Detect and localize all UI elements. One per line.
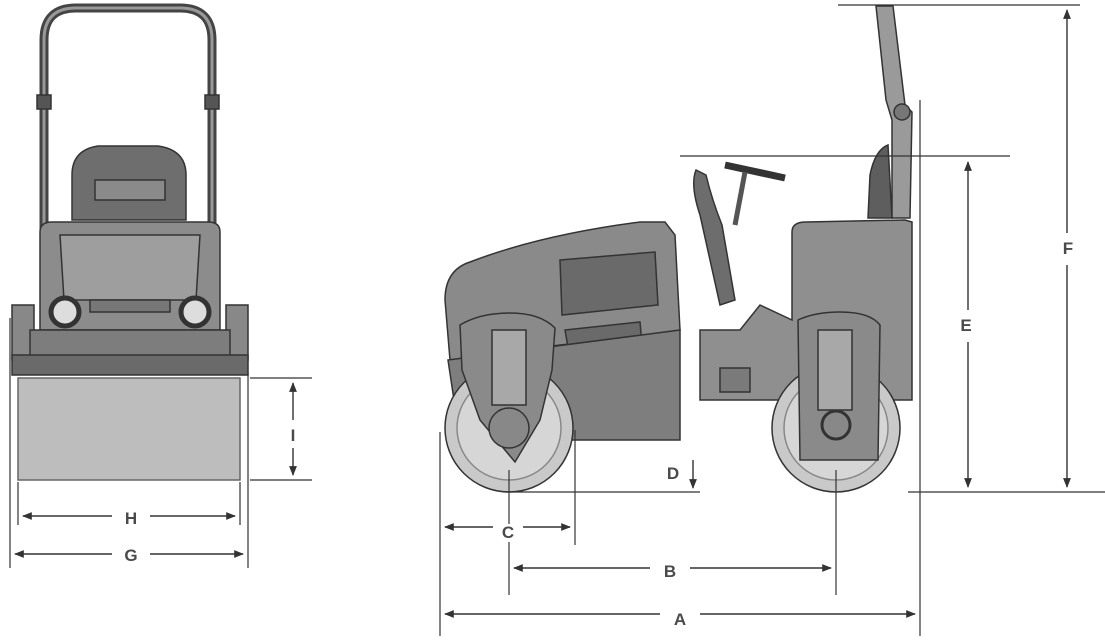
dimension-label-e: E — [957, 317, 975, 335]
dimension-label-c: C — [498, 524, 518, 542]
dimension-label-d: D — [663, 465, 683, 483]
dimension-arrows — [14, 9, 1071, 618]
dimension-label-i: I — [287, 427, 299, 445]
front-drum — [17, 377, 241, 481]
left-headlight — [48, 295, 82, 329]
seat-back — [867, 143, 893, 219]
dimension-label-g: G — [121, 547, 141, 565]
dimension-label-h: H — [121, 510, 141, 528]
dimension-lines — [9, 4, 1105, 636]
dimension-label-a: A — [670, 611, 690, 629]
steering-column — [693, 168, 736, 306]
dimension-label-b: B — [660, 563, 680, 581]
steering-wheel — [724, 161, 786, 182]
right-headlight — [178, 295, 212, 329]
dimension-label-f: F — [1059, 240, 1077, 258]
front-view-illustration — [11, 3, 249, 481]
side-view-illustration — [444, 5, 913, 493]
